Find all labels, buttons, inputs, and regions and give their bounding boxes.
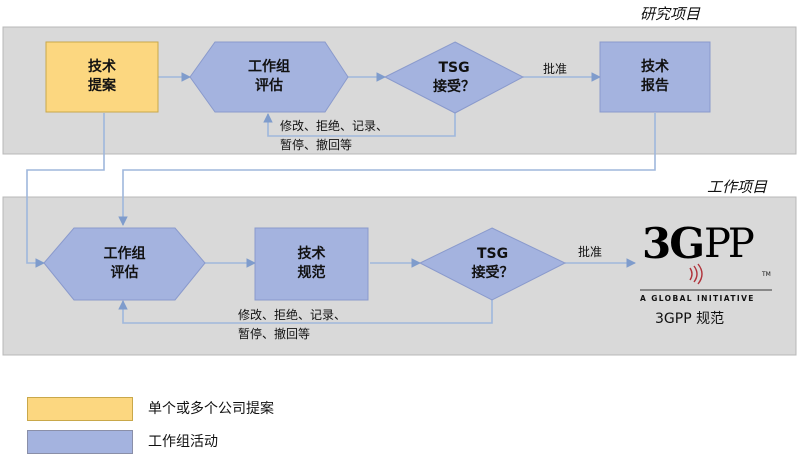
legend-swatch-activity — [27, 430, 133, 454]
proposal-label: 技术提案 — [88, 59, 116, 94]
work-wg-eval-label: 工作组评估 — [103, 246, 146, 281]
study-wg-eval-label: 工作组评估 — [248, 59, 290, 94]
3gpp-logo-tm: TM — [762, 271, 771, 278]
legend-swatch-proposal — [27, 397, 133, 421]
report-box — [599, 41, 711, 113]
spec-box — [254, 227, 369, 301]
3gpp-logo-tagline: A GLOBAL INITIATIVE — [640, 294, 755, 303]
work-tsg-diamond — [418, 227, 567, 301]
arrow-report-to-work-wgeval — [118, 113, 656, 226]
study-feedback-note: 修改、拒绝、记录、暂停、撤回等 — [280, 119, 389, 152]
arrow-proposal-to-work-wgeval — [26, 113, 105, 268]
work-feedback-note: 修改、拒绝、记录、暂停、撤回等 — [238, 308, 347, 341]
proposal-box — [45, 41, 159, 113]
work-item-title: 工作项目 — [707, 178, 768, 196]
3gpp-spec-label: 3GPP 规范 — [655, 311, 725, 327]
study-approve-label: 批准 — [543, 62, 568, 76]
work-wg-eval-hexagon — [43, 227, 206, 301]
work-approve-label: 批准 — [578, 245, 603, 259]
3gpp-logo-mark-pp: PP — [704, 221, 755, 267]
study-item-title: 研究项目 — [640, 5, 701, 23]
report-label: 技术报告 — [641, 59, 669, 94]
3gpp-logo-mark: 3G — [642, 219, 705, 268]
3gpp-logo-waves — [689, 263, 703, 285]
study-wg-eval-hexagon — [189, 41, 349, 113]
legend-label-proposal: 单个或多个公司提案 — [148, 401, 274, 417]
spec-label: 技术规范 — [297, 246, 326, 281]
legend-label-activity: 工作组活动 — [148, 434, 218, 450]
study-tsg-diamond — [383, 41, 525, 114]
study-feedback-loop — [263, 113, 456, 137]
work-feedback-loop — [118, 300, 493, 324]
